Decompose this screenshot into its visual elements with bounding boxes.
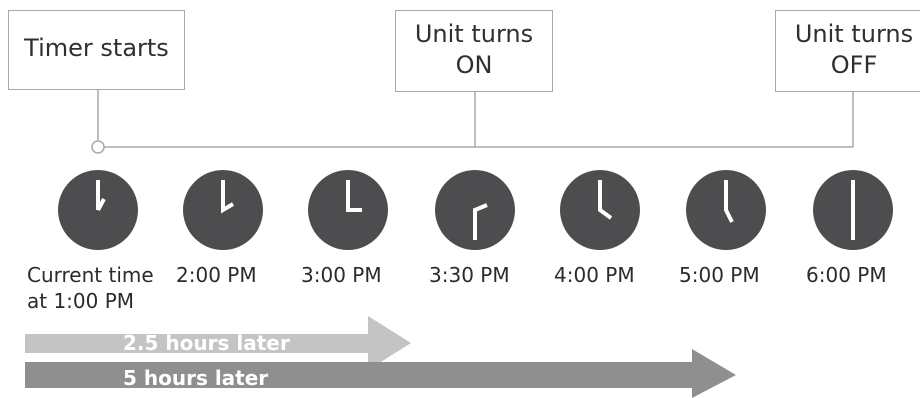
unit-off-text-line2: OFF [830,51,878,79]
timer-starts-callout: Timer starts [8,10,185,90]
timeline-start-dot [91,140,105,154]
clock-label-330pm: 3:30 PM [429,263,510,287]
timer-starts-text: Timer starts [24,34,169,62]
clock-label-3pm: 3:00 PM [301,263,382,287]
clock-5pm-icon [686,170,766,250]
unit-off-text-line1: Unit turns [794,20,914,48]
unit-off-callout: Unit turns OFF [775,10,920,92]
clock-label-5pm: 5:00 PM [679,263,760,287]
unit-on-text-line1: Unit turns [414,20,534,48]
clock-label-current-line2: at 1:00 PM [27,289,135,313]
arrow-2-5-hours-label: 2.5 hours later [123,331,290,355]
clock-label-4pm: 4:00 PM [554,263,635,287]
clock-label-6pm: 6:00 PM [806,263,887,287]
clock-label-2pm: 2:00 PM [176,263,257,287]
clock-6pm-icon [813,170,893,250]
clock-4pm-icon [560,170,640,250]
arrow-5-hours-label: 5 hours later [123,366,268,390]
clock-label-current: Current time at 1:00 PM [27,262,154,314]
unit-on-callout: Unit turns ON [395,10,553,92]
clock-3pm-icon [308,170,388,250]
clock-1pm-icon [58,170,138,250]
clock-330pm-icon [435,170,515,250]
clock-label-current-line1: Current time [27,263,154,287]
arrow-2-5-hours: 2.5 hours later [25,316,411,370]
unit-on-text-line2: ON [455,51,493,79]
arrow-5-hours: 5 hours later [25,349,736,398]
clock-2pm-icon [183,170,263,250]
